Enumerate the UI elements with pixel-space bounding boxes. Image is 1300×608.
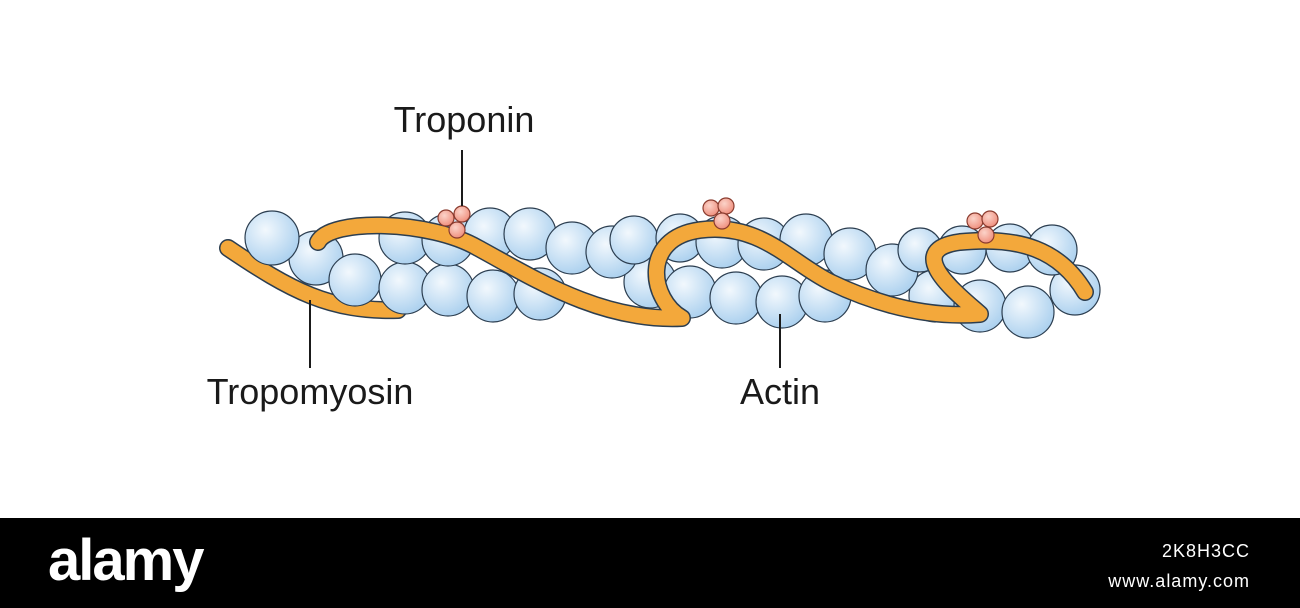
tropomyosin-strand-front bbox=[310, 217, 1093, 326]
troponin-label: Troponin bbox=[394, 99, 535, 140]
footer-bar: alamy 2K8H3CC www.alamy.com bbox=[0, 518, 1300, 608]
tropomyosin-strand-back bbox=[220, 240, 406, 318]
troponin-complex bbox=[702, 197, 735, 230]
troponin-complex bbox=[966, 210, 999, 244]
image-id-block: 2K8H3CC www.alamy.com bbox=[1108, 540, 1250, 592]
troponin-complex bbox=[437, 205, 471, 239]
actin-filament-diagram: Troponin Tropomyosin Actin bbox=[207, 99, 1101, 412]
brand-logo: alamy bbox=[48, 528, 204, 593]
site-url: www.alamy.com bbox=[1108, 571, 1250, 591]
image-id: 2K8H3CC bbox=[1161, 541, 1250, 561]
tropomyosin-label: Tropomyosin bbox=[207, 371, 414, 412]
actin-label: Actin bbox=[740, 371, 820, 412]
